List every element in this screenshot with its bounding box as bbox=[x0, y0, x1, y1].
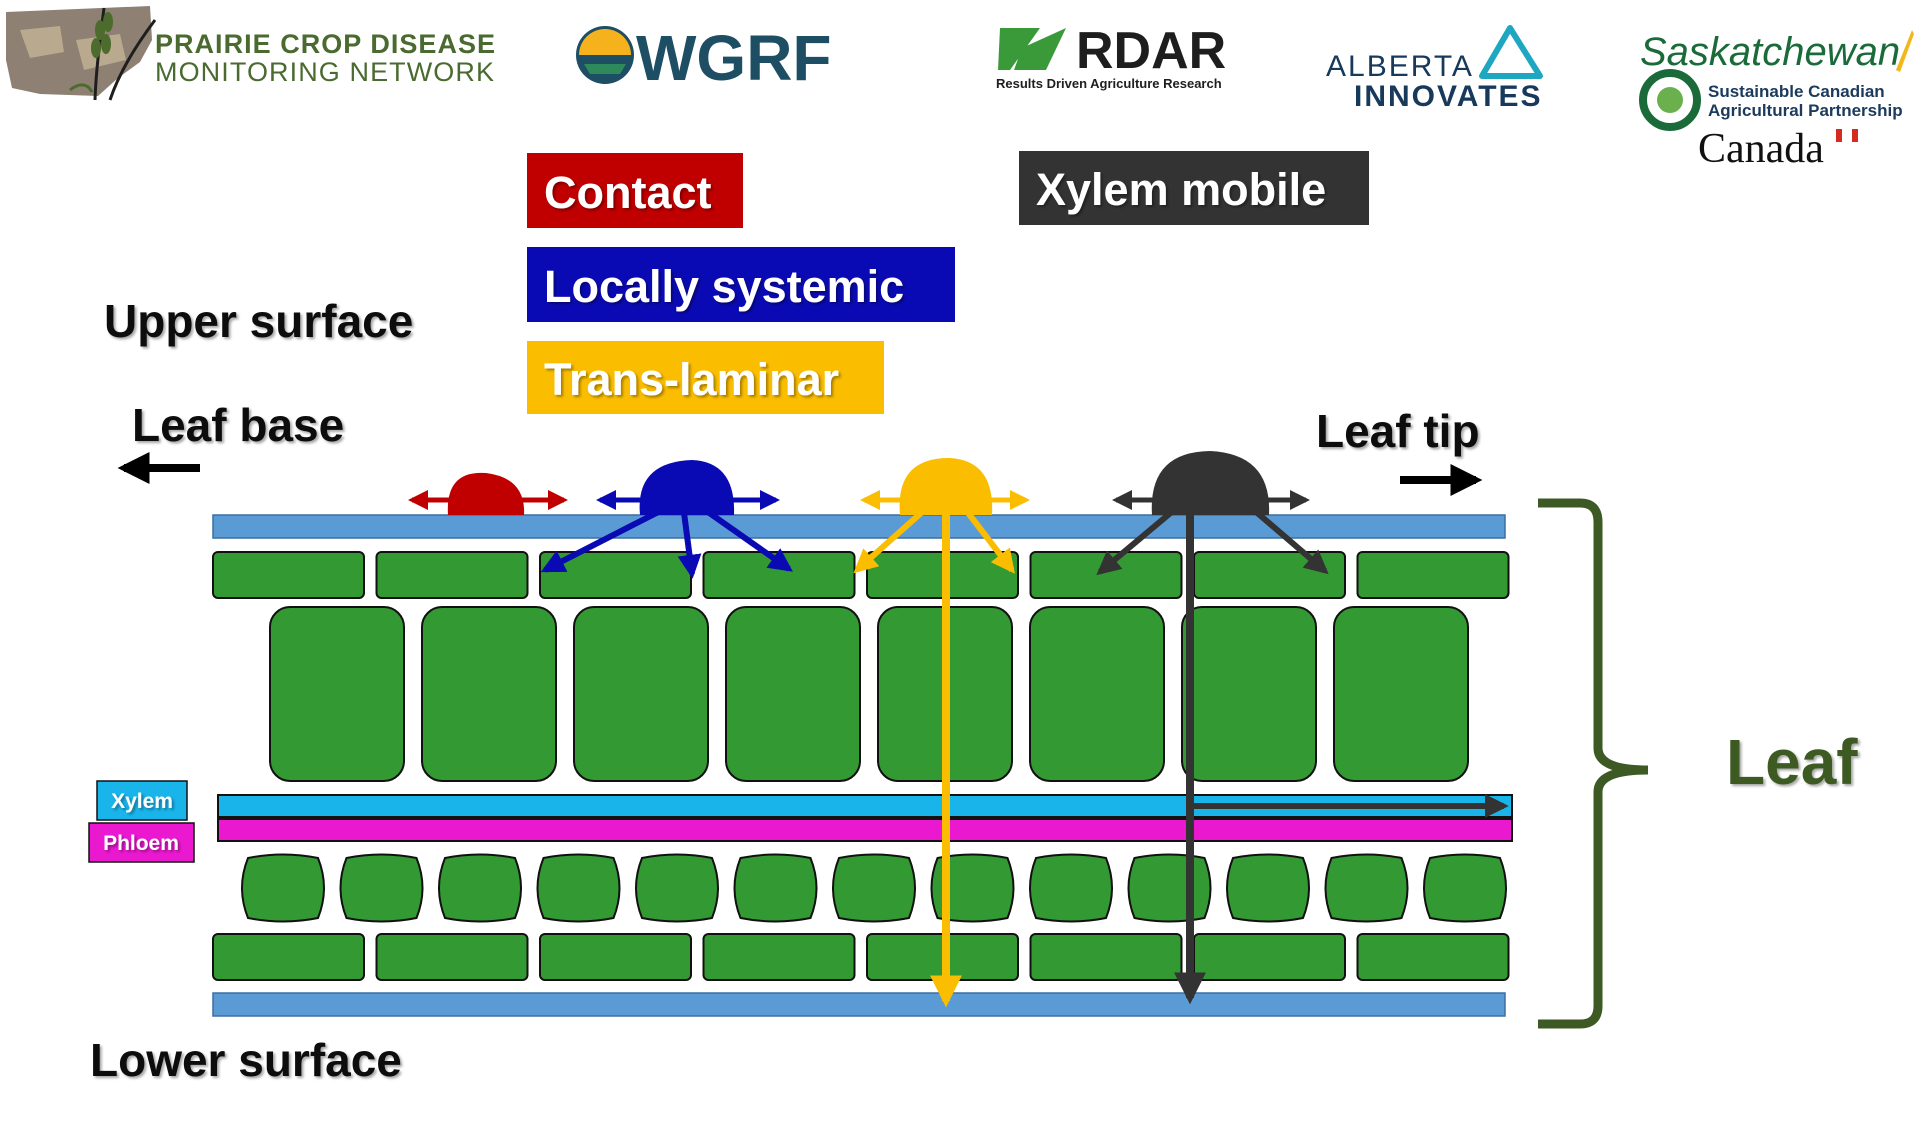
palisade-cell bbox=[1181, 606, 1317, 782]
rdar-leaf-icon bbox=[998, 28, 1066, 70]
upper-cell bbox=[1029, 551, 1183, 599]
legend-contact-label: Contact bbox=[544, 167, 712, 218]
palisade-cell bbox=[1333, 606, 1469, 782]
lower-cell bbox=[1029, 933, 1183, 981]
trans-droplet bbox=[899, 458, 993, 515]
spongy-cell bbox=[635, 853, 719, 923]
palisade-cell bbox=[1029, 606, 1165, 782]
palisade-layer bbox=[269, 606, 1469, 782]
trans-arrow-down-left bbox=[853, 502, 932, 574]
lower-cell bbox=[212, 933, 365, 981]
local-droplet bbox=[639, 460, 735, 515]
lower-cell bbox=[1193, 933, 1346, 981]
phloem-tag: Phloem bbox=[88, 822, 195, 863]
sask-line3: Agricultural Partnership bbox=[1708, 101, 1903, 120]
legend-trans-box bbox=[527, 341, 884, 414]
alberta-innovates-logo: ALBERTA INNOVATES bbox=[1326, 25, 1543, 113]
legend-local-box bbox=[527, 247, 955, 322]
spongy-cell bbox=[339, 853, 424, 923]
spongy-cell bbox=[733, 853, 818, 923]
legend-trans-label: Trans-laminar bbox=[544, 354, 839, 405]
rdar-logo: RDAR Results Driven Agriculture Research bbox=[996, 22, 1226, 91]
legend-locally-systemic: Locally systemic bbox=[527, 247, 955, 322]
palisade-cell bbox=[269, 606, 405, 782]
sask-line4: Canada bbox=[1698, 126, 1824, 172]
spongy-cell bbox=[536, 853, 621, 923]
saskatchewan-logo: Saskatchewan Sustainable Canadian Agricu… bbox=[1639, 30, 1914, 172]
spongy-cell bbox=[241, 853, 325, 923]
lower-surface-label: Lower surface bbox=[90, 1034, 402, 1086]
spongy-cell bbox=[1029, 853, 1113, 923]
legend-xylem-mobile-box bbox=[1019, 151, 1369, 225]
legend-xylem-mobile: Xylem mobile bbox=[1019, 151, 1369, 225]
wheat-icon bbox=[69, 7, 157, 101]
sask-wheat-icon bbox=[1896, 30, 1914, 72]
upper-surface-label: Upper surface bbox=[104, 295, 413, 347]
spongy-cell bbox=[1127, 853, 1212, 923]
legend-contact: Contact bbox=[527, 153, 743, 228]
phloem-vessel bbox=[217, 818, 1513, 842]
alberta-line2: INNOVATES bbox=[1354, 80, 1543, 113]
lower-cell bbox=[375, 933, 529, 981]
leaf-label: Leaf bbox=[1726, 726, 1858, 798]
trans-laminar-group bbox=[853, 458, 1030, 1008]
local-arrow-down-left bbox=[540, 502, 674, 573]
xylem-mobile-group bbox=[1096, 451, 1509, 1005]
spongy-cell bbox=[1324, 853, 1409, 923]
lower-cell-layer bbox=[212, 933, 1510, 981]
upper-cell bbox=[1193, 551, 1346, 599]
scap-circle-icon bbox=[1639, 69, 1701, 131]
local-arrow-down-right bbox=[696, 502, 793, 572]
wgrf-text: WGRF bbox=[636, 22, 832, 94]
local-arrow-down bbox=[677, 504, 702, 579]
alberta-triangle-icon bbox=[1479, 25, 1543, 79]
pcdmn-line2: MONITORING NETWORK bbox=[155, 57, 495, 87]
palisade-cell bbox=[421, 606, 557, 782]
leaf-tip-label: Leaf tip bbox=[1316, 405, 1480, 457]
xylem-mobile-droplet bbox=[1151, 451, 1270, 515]
wgrf-logo: WGRF bbox=[576, 22, 832, 94]
rdar-text: RDAR bbox=[1076, 22, 1226, 80]
upper-cell-layer bbox=[212, 551, 1510, 599]
xylem-tag-label: Xylem bbox=[111, 790, 173, 813]
trans-arrow-down-right bbox=[959, 503, 1015, 574]
palisade-cell bbox=[573, 606, 709, 782]
sask-line1: Saskatchewan bbox=[1640, 30, 1900, 74]
leaf-base-label: Leaf base bbox=[132, 399, 344, 451]
legend-xylem-mobile-label: Xylem mobile bbox=[1036, 164, 1326, 215]
legend-trans-laminar: Trans-laminar bbox=[527, 341, 884, 414]
spongy-cell bbox=[438, 853, 522, 923]
pcdmn-line1: PRAIRIE CROP DISEASE bbox=[155, 29, 495, 59]
lower-cell bbox=[539, 933, 692, 981]
spongy-cell bbox=[930, 853, 1015, 923]
spongy-cell bbox=[832, 853, 916, 923]
contact-droplet bbox=[447, 472, 525, 515]
palisade-cell bbox=[725, 606, 861, 782]
legend-contact-box bbox=[527, 153, 743, 228]
upper-cell bbox=[212, 551, 365, 599]
lower-epidermis bbox=[212, 992, 1506, 1017]
phloem-tag-label: Phloem bbox=[103, 832, 179, 855]
pcdmn-logo: PRAIRIE CROP DISEASE MONITORING NETWORK bbox=[6, 6, 495, 101]
upper-cell bbox=[375, 551, 529, 599]
rdar-tagline: Results Driven Agriculture Research bbox=[996, 76, 1222, 91]
lower-cell bbox=[702, 933, 856, 981]
spongy-cell bbox=[1226, 853, 1310, 923]
xylem-mobile-arrow-down-right bbox=[1246, 502, 1329, 575]
leaf-bracket bbox=[1538, 498, 1649, 1029]
alberta-line1: ALBERTA bbox=[1326, 50, 1474, 83]
contact-droplet-group bbox=[408, 472, 568, 515]
locally-systemic-group bbox=[540, 460, 793, 579]
sask-line2: Sustainable Canadian bbox=[1708, 82, 1885, 101]
xylem-tag: Xylem bbox=[96, 780, 188, 821]
upper-cell bbox=[1356, 551, 1510, 599]
upper-epidermis bbox=[212, 514, 1506, 539]
lower-cell bbox=[1356, 933, 1510, 981]
spongy-layer bbox=[241, 853, 1507, 923]
spongy-cell bbox=[1423, 853, 1507, 923]
xylem-mobile-arrow-down-left bbox=[1096, 502, 1182, 576]
legend-local-label: Locally systemic bbox=[544, 261, 904, 312]
